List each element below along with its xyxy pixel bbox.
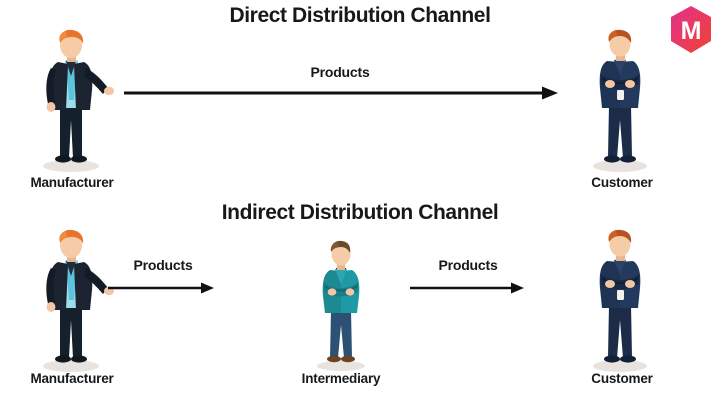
node-label-intermediary: Intermediary <box>301 371 381 386</box>
node-label-customer-direct: Customer <box>591 175 653 190</box>
logo-letter: M <box>681 17 702 45</box>
businessman-teal-jacket-figure-icon <box>300 240 382 372</box>
businessman-gesturing-figure-icon <box>22 28 120 173</box>
businessman-gesturing-figure-icon-2 <box>22 228 120 373</box>
arrow-manufacturer-to-customer <box>122 84 562 102</box>
indirect-channel-title: Indirect Distribution Channel <box>221 201 499 224</box>
businessman-arms-crossed-figure-icon <box>572 28 668 173</box>
node-label-manufacturer-direct: Manufacturer <box>30 175 114 190</box>
node-label-customer-indirect: Customer <box>591 371 653 386</box>
hexagon-m-logo-icon: M <box>668 5 714 55</box>
flow-label-products-direct: Products <box>310 64 370 80</box>
flow-label-products-intermediary-customer: Products <box>438 257 498 273</box>
arrow-manufacturer-to-intermediary <box>106 279 218 297</box>
flow-label-products-manufacturer-intermediary: Products <box>133 257 193 273</box>
arrow-intermediary-to-customer <box>408 279 528 297</box>
node-label-manufacturer-indirect: Manufacturer <box>30 371 114 386</box>
direct-channel-title: Direct Distribution Channel <box>229 4 491 27</box>
businessman-arms-crossed-figure-icon-2 <box>572 228 668 373</box>
